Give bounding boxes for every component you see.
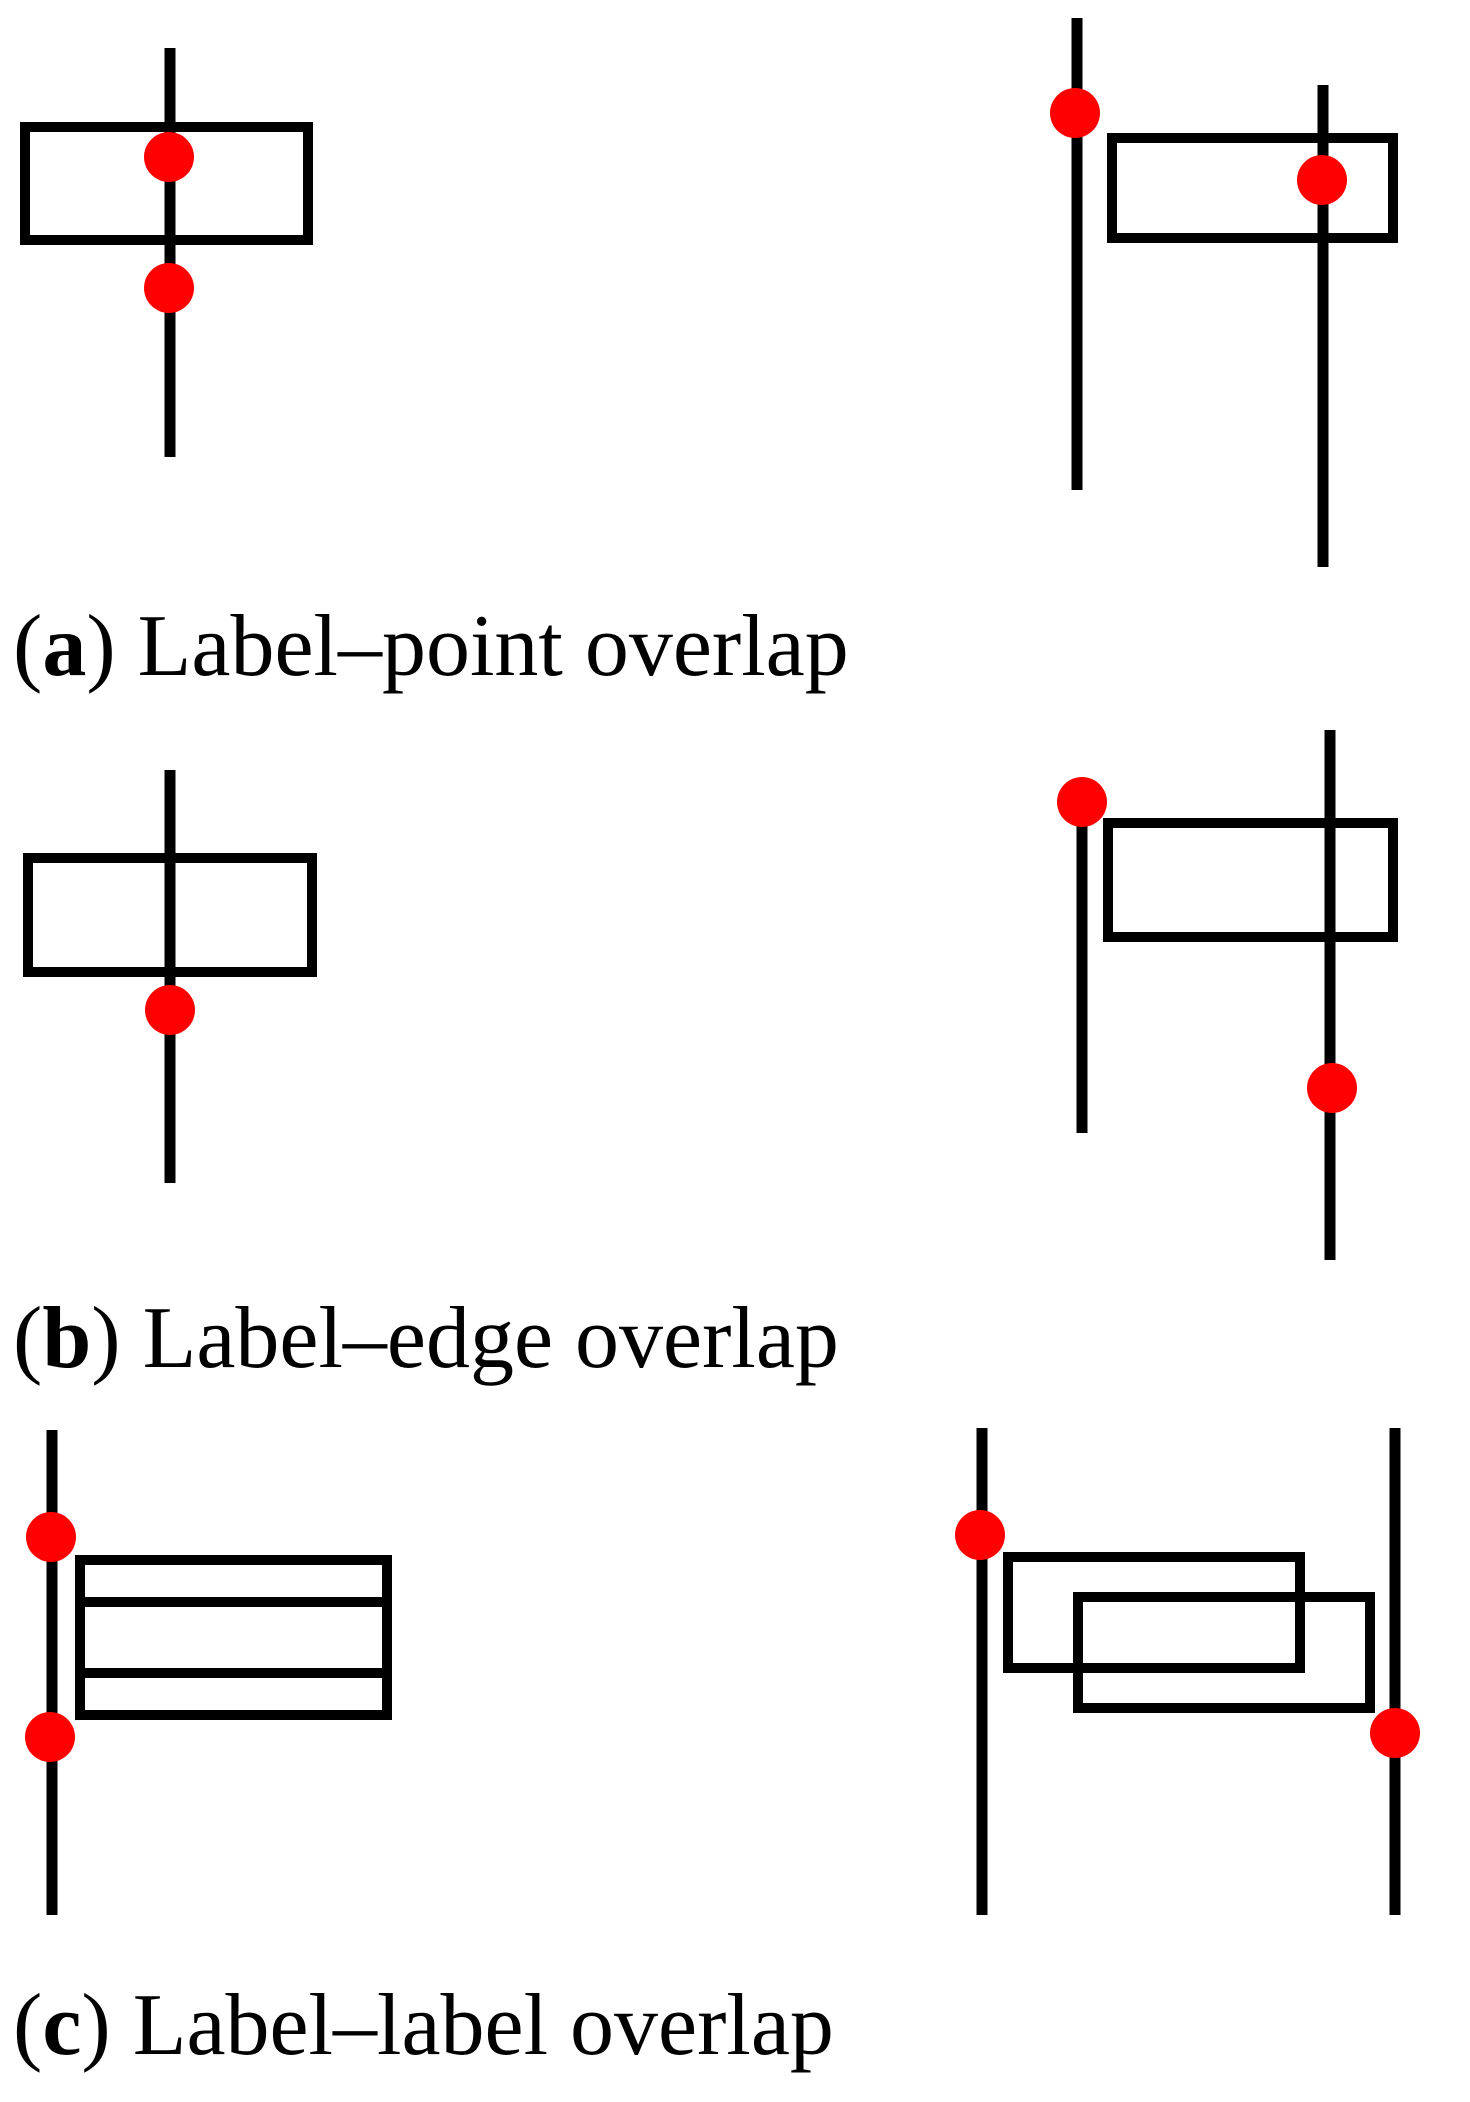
caption-paren-open: ( — [13, 1290, 43, 1387]
caption-title: Label–label overlap — [110, 1977, 834, 2074]
caption-letter: c — [42, 1977, 82, 2074]
label-label-left-vertex-point — [25, 1712, 75, 1762]
label-point-left-vertex-point — [144, 263, 194, 313]
caption-title: Label–edge overlap — [120, 1290, 839, 1387]
label-label-right-label-box — [1003, 1552, 1305, 1673]
caption-paren-open: ( — [13, 1977, 43, 2074]
label-point-right-label-box — [1107, 133, 1398, 243]
caption-label-edge: (b) Label–edge overlap — [13, 1295, 839, 1383]
caption-paren-open: ( — [13, 598, 43, 695]
label-edge-right-label-box — [1103, 818, 1398, 942]
label-point-right-vertex-point — [1297, 155, 1347, 205]
caption-letter: a — [42, 598, 87, 695]
label-point-right-vertex-point — [1050, 88, 1100, 138]
label-edge-right-vertex-point — [1057, 777, 1107, 827]
label-label-right-vertex-point — [1370, 1708, 1420, 1758]
label-label-right-label-box — [1073, 1592, 1375, 1713]
label-label-left-label-box — [75, 1597, 392, 1720]
label-label-left-vertex-point — [26, 1512, 76, 1562]
label-edge-left-label-box — [23, 853, 317, 977]
caption-label-label: (c) Label–label overlap — [13, 1982, 834, 2070]
label-point-left-vertex-point — [144, 132, 194, 182]
label-edge-left-vertex-point — [145, 985, 195, 1035]
caption-label-point: (a) Label–point overlap — [13, 603, 849, 691]
label-edge-right-vertex-point — [1307, 1063, 1357, 1113]
caption-title: Label–point overlap — [115, 598, 849, 695]
caption-letter: b — [42, 1290, 92, 1387]
label-label-right-vertex-point — [955, 1510, 1005, 1560]
caption-paren-close: ) — [81, 1977, 111, 2074]
caption-paren-close: ) — [86, 598, 116, 695]
caption-paren-close: ) — [91, 1290, 121, 1387]
label-label-left-label-box — [75, 1555, 392, 1678]
label-point-left-label-box — [20, 122, 313, 245]
